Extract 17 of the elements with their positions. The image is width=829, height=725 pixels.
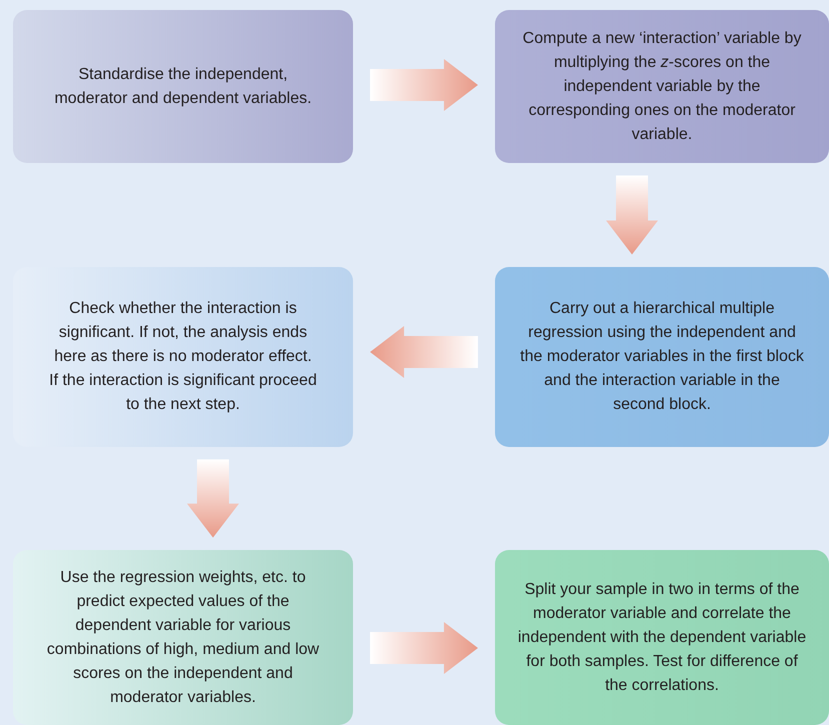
step-text: Use the regression weights, etc. to predict expected values of the dependent variable for various combinations of high, medium and low scores on the independent and moderator variables. — [46, 568, 320, 708]
step-text: Standardise the independent, moderator and dependent variables. — [53, 64, 313, 108]
process-box — [13, 10, 353, 163]
block-arrow — [187, 459, 239, 538]
process-box — [495, 550, 829, 725]
block-arrow — [370, 326, 478, 378]
block-arrow — [606, 175, 658, 255]
process-box — [13, 267, 353, 447]
block-arrow — [370, 59, 478, 111]
process-box — [495, 267, 829, 447]
process-box — [495, 10, 829, 163]
step-text: Split your sample in two in terms of the moderator variable and correlate the independent with the dependent variable for both samples. Test for difference of the correlations. — [516, 580, 808, 696]
step-text: Check whether the interaction is significant. If not, the analysis ends here as there is no moderator effect. If the interaction is significant proceed to the next step. — [49, 299, 317, 415]
step-text: Carry out a hierarchical multiple regression using the independent and the moderator variables in the first block and the interaction variable in the second block. — [519, 299, 805, 415]
process-box — [13, 550, 353, 725]
block-arrow — [370, 622, 478, 674]
step-text: Compute a new ‘interaction’ variable by multiplying the z-scores on the independent variable by the corresponding ones on the moderator variable. — [522, 28, 802, 144]
